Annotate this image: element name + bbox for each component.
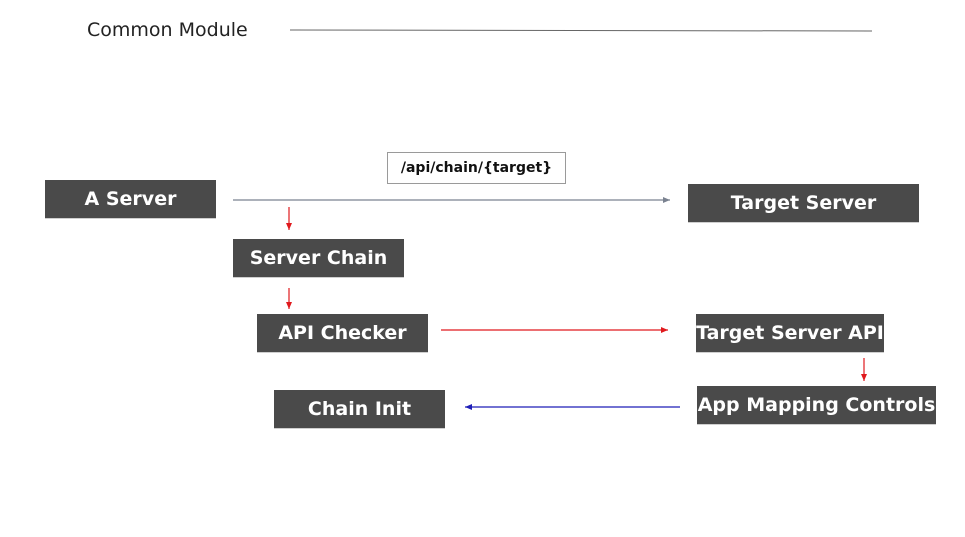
node-a-server: A Server — [45, 180, 216, 219]
route-label: /api/chain/{target} — [387, 152, 566, 184]
node-target-server-api: Target Server API — [696, 314, 884, 353]
diagram-title: Common Module — [87, 19, 248, 41]
node-api-checker: API Checker — [257, 314, 428, 353]
node-server-chain: Server Chain — [233, 239, 404, 278]
title-rule — [289, 29, 873, 32]
node-app-mapping-controls: App Mapping Controls — [697, 386, 936, 425]
node-chain-init: Chain Init — [274, 390, 445, 429]
node-target-server: Target Server — [688, 184, 919, 223]
